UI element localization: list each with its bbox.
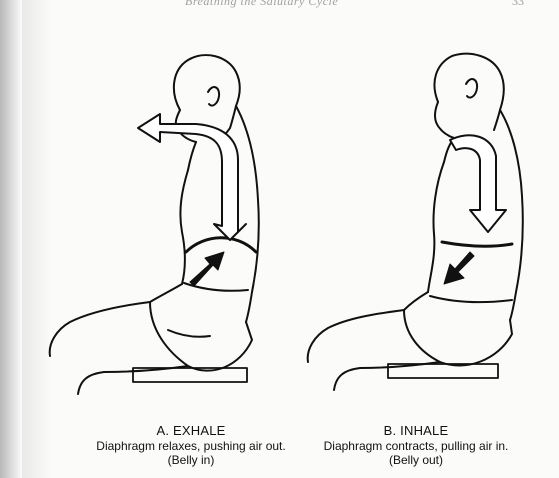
inhale-pants <box>404 292 512 366</box>
caption-inhale-title: B. INHALE <box>296 423 536 439</box>
figure-exhale <box>50 55 259 394</box>
exhale-belly-arrow <box>190 252 224 286</box>
inhale-belt <box>430 296 512 302</box>
inhale-chest <box>428 162 444 292</box>
exhale-diaphragm-arc <box>186 238 256 252</box>
inhale-head <box>434 54 503 130</box>
caption-inhale: B. INHALE Diaphragm contracts, pulling a… <box>296 423 536 467</box>
inhale-belly-arrow <box>444 252 474 284</box>
caption-exhale-description: Diaphragm relaxes, pushing air out. <box>76 439 306 453</box>
caption-exhale-title: A. EXHALE <box>76 423 306 439</box>
inhale-diaphragm-line <box>442 242 512 246</box>
exhale-ear <box>208 87 219 106</box>
exhale-chest <box>180 170 188 284</box>
inhale-airflow-arrow <box>450 135 506 232</box>
exhale-thigh <box>50 302 150 356</box>
caption-exhale-note: (Belly in) <box>76 453 306 467</box>
caption-inhale-description: Diaphragm contracts, pulling air in. <box>296 439 536 453</box>
caption-exhale: A. EXHALE Diaphragm relaxes, pushing air… <box>76 423 306 467</box>
exhale-shorts-crease <box>168 330 210 337</box>
figure-inhale <box>308 54 523 390</box>
inhale-ear <box>466 79 477 98</box>
inhale-thigh <box>308 310 404 362</box>
inhale-thigh-lower <box>334 362 440 390</box>
caption-inhale-note: (Belly out) <box>296 453 536 467</box>
inhale-back <box>500 110 523 320</box>
exhale-airflow-arrow <box>138 114 246 240</box>
inhale-face <box>435 102 454 138</box>
exhale-pants <box>150 284 252 371</box>
exhale-neck <box>188 142 196 170</box>
